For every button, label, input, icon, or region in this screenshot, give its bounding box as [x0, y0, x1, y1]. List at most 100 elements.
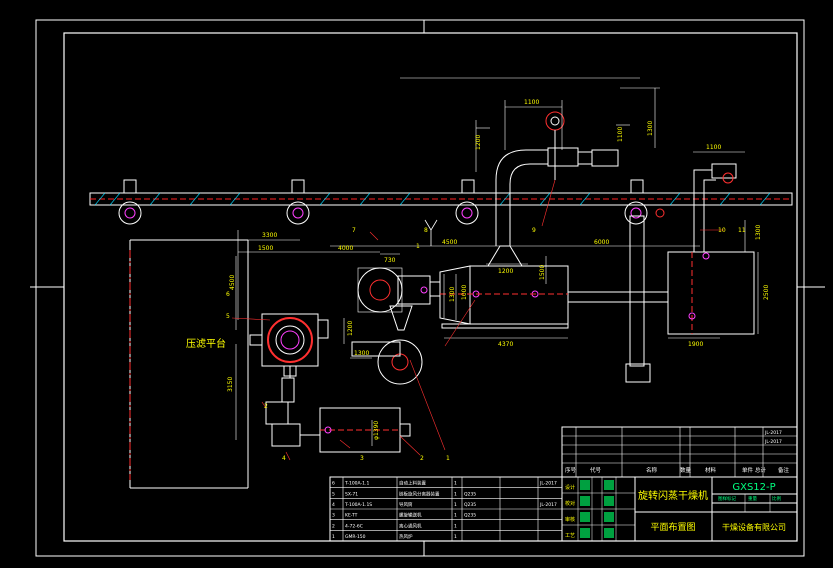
- rail-wheels: [118, 201, 665, 225]
- dim-4500-v: 4500: [229, 275, 236, 290]
- parts-cell: 1: [454, 513, 457, 519]
- parts-cell: 离心通风机: [399, 522, 422, 529]
- parts-cell: SX-71: [345, 491, 358, 497]
- parts-cell: 螺旋输送机: [399, 512, 422, 519]
- title-header-cell: 数量: [680, 466, 692, 474]
- drawing-number: GXS12-P: [732, 482, 775, 493]
- parts-cell: T-100A-1.1S: [344, 502, 372, 508]
- dimension-texts: 1100 1200 1100 1300 1100 1300 3300 1500 …: [227, 99, 770, 440]
- parts-cell: 链板旋风分离器装置: [399, 490, 440, 497]
- parts-cell: 5: [332, 491, 335, 497]
- title-header-cell: 序号: [565, 466, 577, 474]
- filter-press-platform: [129, 239, 249, 489]
- callout-11: 11: [738, 227, 746, 234]
- dim-730: 730: [384, 257, 396, 264]
- dim-1100-right: 1100: [706, 144, 721, 151]
- parts-cell: 4: [332, 502, 335, 508]
- parts-cell: Q235: [464, 491, 476, 497]
- dim-1500: 1500: [258, 245, 273, 252]
- parts-cell: 自动上料装置: [399, 480, 426, 487]
- parts-cell: 热风炉: [399, 533, 413, 540]
- dim-1300-left: 1300: [354, 350, 369, 357]
- dryer-chamber: [439, 245, 569, 329]
- dimension-lines: [235, 77, 759, 446]
- sign-fill: [580, 512, 590, 522]
- parts-cell: 6: [332, 481, 335, 487]
- callout-3: 3: [360, 455, 364, 462]
- support-column: [568, 215, 668, 383]
- dim-1100-v2: 1100: [617, 127, 624, 142]
- dim-phi1390: φ1390: [373, 421, 380, 440]
- dim-1300-right: 1300: [755, 225, 762, 240]
- dim-1900: 1900: [688, 341, 703, 348]
- sign-label: 工艺: [565, 533, 575, 539]
- mini-cell: 图样标记: [718, 495, 736, 502]
- dim-1300-v2: 1300: [449, 287, 456, 302]
- mini-cell: 比例: [772, 495, 781, 502]
- dim-2500-v: 2500: [763, 285, 770, 300]
- sign-label: 校对: [565, 500, 575, 507]
- callout-2: 2: [420, 455, 424, 462]
- callout-1b: 1: [416, 243, 420, 250]
- pointer-Y: [424, 219, 438, 246]
- drawing-name: 平面布置图: [650, 521, 695, 533]
- parts-cell: Q235: [464, 513, 476, 519]
- parts-cell: KE-TT: [345, 513, 358, 519]
- motor-4: [265, 377, 320, 447]
- rail-beam: [89, 179, 793, 206]
- dim-4500: 4500: [442, 239, 457, 246]
- callout-7: 7: [352, 227, 356, 234]
- parts-cell: GMR-150: [345, 534, 366, 540]
- dim-1200-v: 1200: [475, 135, 482, 150]
- parts-cell: 2: [332, 523, 335, 529]
- bag-filter-10: [667, 163, 755, 335]
- title-header-cell: 总计: [755, 466, 767, 474]
- callout-1: 1: [446, 455, 450, 462]
- sign-fill: [604, 496, 614, 506]
- sign-fill: [604, 528, 614, 538]
- callout-4: 4: [282, 455, 286, 462]
- title-header-cell: 名称: [646, 466, 658, 474]
- product-name: 旋转闪蒸干燥机: [638, 489, 708, 502]
- parts-cell: 1: [454, 523, 457, 529]
- fan-1: [351, 305, 423, 385]
- dim-4000: 4000: [338, 245, 353, 252]
- dim-3300: 3300: [262, 232, 277, 239]
- dim-4370: 4370: [498, 341, 513, 348]
- callout-numbers: 6 5 7 8 9 10 11 4 3 2 1 1 2: [226, 227, 746, 462]
- sign-label: 设计: [565, 484, 575, 491]
- callout-2b: 2: [264, 403, 268, 410]
- extension-lines-red: [231, 179, 724, 461]
- parts-cell: Q235: [464, 502, 476, 508]
- dim-1500-v: 1500: [539, 265, 546, 280]
- title-header-cell: 单件: [742, 466, 754, 474]
- mini-cell: 重量: [748, 495, 757, 502]
- dim-1000-v: 1000: [461, 285, 468, 300]
- parts-cell: 4-72-6C: [345, 523, 363, 529]
- parts-cell: 1: [332, 534, 335, 540]
- callout-6: 6: [226, 291, 230, 298]
- callout-10: 10: [718, 227, 726, 234]
- title-cell: JL-2017: [764, 439, 782, 445]
- sign-fill: [604, 512, 614, 522]
- callout-5: 5: [226, 313, 230, 320]
- riser-duct: [495, 111, 619, 246]
- dim-3150-v: 3150: [227, 377, 234, 392]
- platform-label: 压滤平台: [186, 337, 226, 350]
- parts-cell: 导风筒: [399, 501, 413, 508]
- sign-label: 审核: [565, 516, 575, 523]
- parts-cell: JL-2017: [539, 481, 557, 487]
- dim-1100-top: 1100: [524, 99, 539, 106]
- sign-fill: [580, 480, 590, 490]
- title-block: JL-2017JL-2017 序号代号名称数量材料单件总计备注 设计校对审核工艺…: [561, 426, 798, 542]
- dim-1300-v: 1300: [647, 121, 654, 136]
- sign-fill: [580, 496, 590, 506]
- callout-8: 8: [424, 227, 428, 234]
- screw-feeder-3: [319, 407, 411, 453]
- title-header-cell: 材料: [705, 466, 717, 474]
- parts-cell: 3: [332, 513, 335, 519]
- parts-cell: 1: [454, 491, 457, 497]
- parts-cell: 1: [454, 481, 457, 487]
